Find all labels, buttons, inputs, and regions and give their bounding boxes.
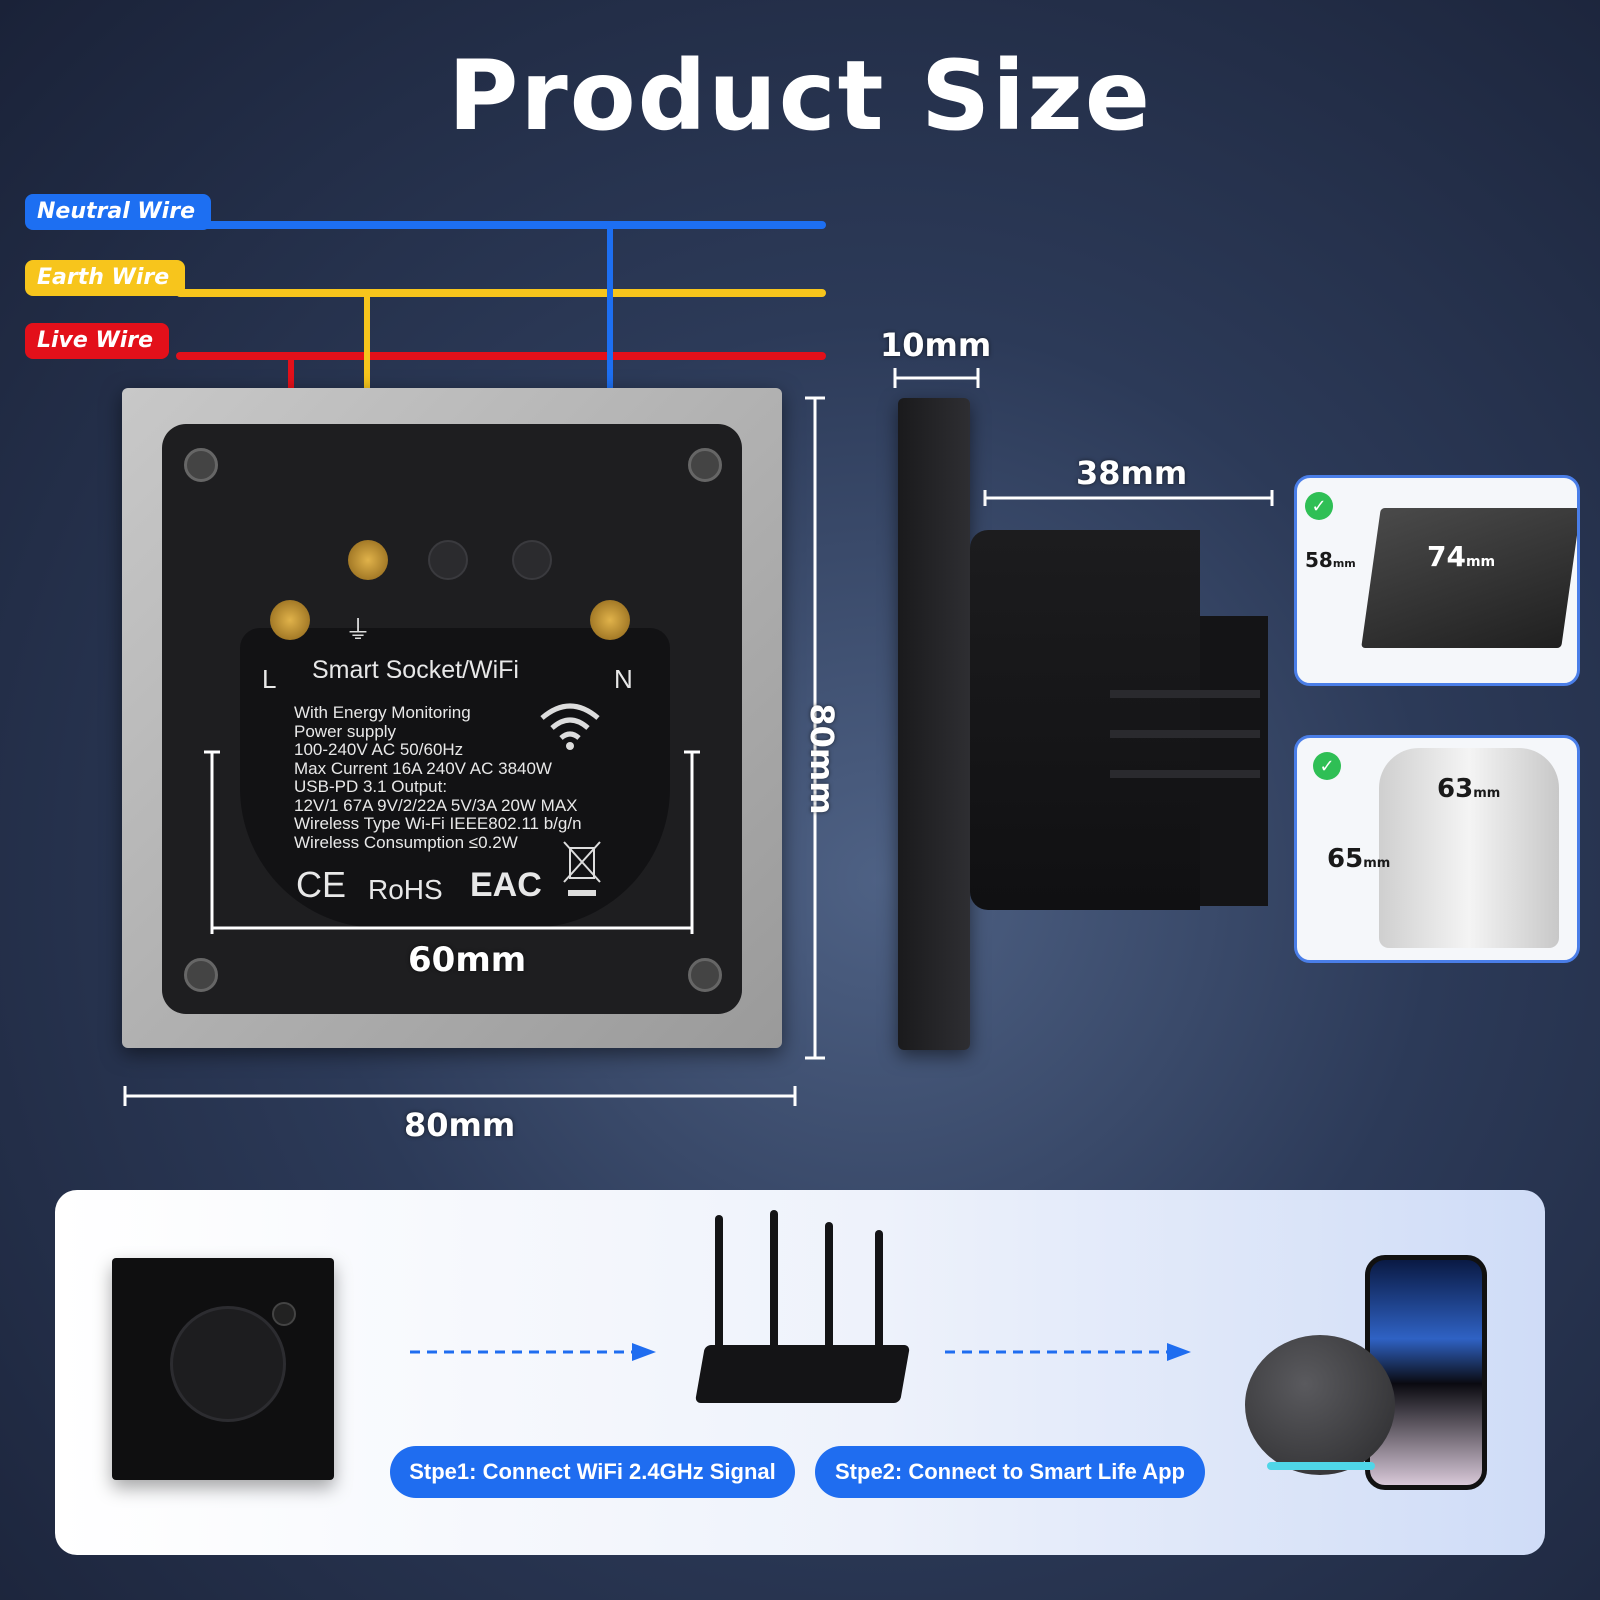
earth-terminal (348, 540, 388, 580)
neutral-terminal (590, 600, 630, 640)
square-box-width: 74mm (1427, 540, 1496, 573)
router-antenna (825, 1222, 833, 1350)
smart-speaker-image (1245, 1335, 1395, 1475)
spec-list: With Energy Monitoring Power supply 100-… (294, 703, 634, 852)
mount-hole (184, 958, 218, 992)
arrow-right-icon (945, 1343, 1191, 1361)
router-antenna (715, 1215, 723, 1350)
mount-hole (688, 958, 722, 992)
spec-line: Wireless Consumption ≤0.2W (294, 832, 518, 852)
socket-outlet (170, 1306, 286, 1422)
router-antenna (770, 1210, 778, 1350)
spec-line: USB-PD 3.1 Output: (294, 777, 448, 796)
mount-hole (688, 448, 722, 482)
mount-hole (184, 448, 218, 482)
dim-outer-width: 80mm (404, 1106, 516, 1144)
dim-plate-depth: 10mm (880, 326, 992, 364)
round-box-image (1379, 748, 1559, 948)
arrow-right-icon (410, 1343, 656, 1361)
socket-back-frame: ⏚ (122, 388, 782, 1048)
side-view-body (970, 530, 1200, 910)
page-title: Product Size (448, 40, 1152, 152)
indicator-light (272, 1302, 296, 1326)
neutral-wire-tag: Neutral Wire (25, 194, 211, 230)
terminal-n-label: N (614, 664, 633, 694)
screw-hole (428, 540, 468, 580)
live-wire-tag: Live Wire (25, 323, 170, 359)
dim-outer-height: 80mm (803, 703, 841, 815)
side-vent (1110, 730, 1260, 738)
socket-front-image (112, 1258, 334, 1480)
eac-mark: EAC (470, 866, 542, 904)
model-label: Smart Socket/WiFi (312, 656, 519, 684)
side-view-rear (1200, 616, 1268, 906)
earth-wire-tag: Earth Wire (25, 260, 186, 296)
spec-line: 12V/1 67A 9V/2/22A 5V/3A 20W MAX (294, 795, 578, 815)
check-icon: ✓ (1305, 492, 1333, 520)
router-image (694, 1345, 911, 1403)
step1-pill: Stpe1: Connect WiFi 2.4GHz Signal (390, 1446, 795, 1498)
square-box-depth: 58mm (1305, 548, 1356, 572)
speaker-light-ring (1267, 1462, 1375, 1470)
side-vent (1110, 770, 1260, 778)
check-icon: ✓ (1313, 752, 1341, 780)
ce-mark: CE (296, 864, 347, 905)
screw-hole (512, 540, 552, 580)
wifi-icon (540, 703, 600, 750)
connection-panel: Stpe1: Connect WiFi 2.4GHz Signal Stpe2:… (55, 1190, 1545, 1555)
round-box-card: ✓ 63mm 65mm (1294, 735, 1580, 963)
dim-inner-width: 60mm (408, 940, 527, 980)
step2-pill: Stpe2: Connect to Smart Life App (815, 1446, 1205, 1498)
router-antenna (875, 1230, 883, 1350)
socket-module (240, 628, 670, 928)
side-view-plate (898, 398, 970, 1050)
terminal-l-label: L (262, 664, 277, 694)
ground-symbol-icon: ⏚ (345, 615, 372, 645)
live-terminal (270, 600, 310, 640)
side-vent (1110, 690, 1260, 698)
square-box-image (1361, 508, 1577, 648)
rohs-mark: RoHS (368, 874, 443, 905)
spec-line: Power supply (294, 721, 397, 741)
spec-line: Wireless Type Wi-Fi IEEE802.11 b/g/n (294, 814, 582, 833)
dim-body-depth: 38mm (1076, 454, 1188, 492)
spec-line: Max Current 16A 240V AC 3840W (294, 758, 552, 778)
spec-line: With Energy Monitoring (294, 703, 471, 722)
weee-bin-icon (563, 841, 601, 896)
round-box-outer: 65mm (1327, 844, 1391, 874)
square-box-card: ✓ 58mm 74mm (1294, 475, 1580, 686)
spec-line: 100-240V AC 50/60Hz (294, 740, 464, 759)
round-box-inner: 63mm (1437, 774, 1501, 804)
